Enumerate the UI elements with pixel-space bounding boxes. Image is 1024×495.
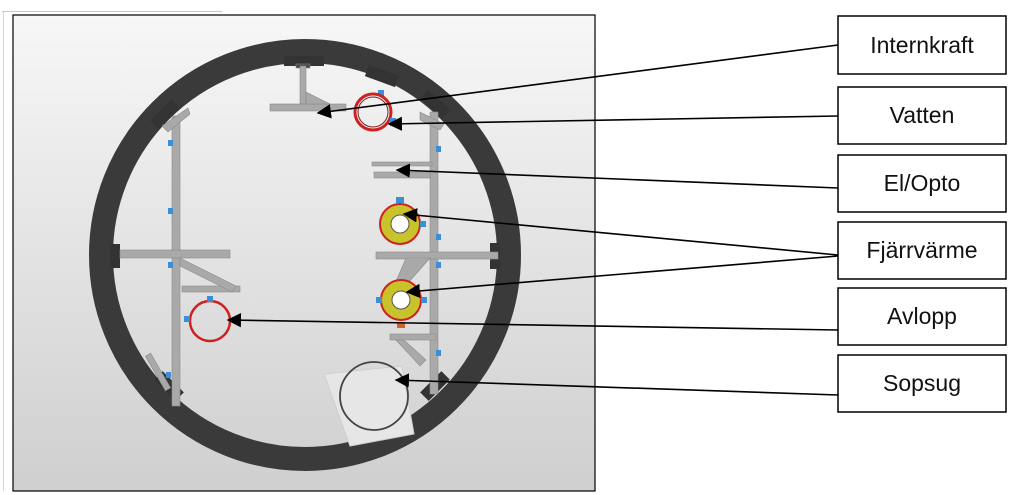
arrow-internkraft: [316, 44, 839, 119]
arrow-fjarrvarme-upper: [402, 208, 839, 256]
arrow-avlopp: [226, 313, 839, 331]
arrow-el-opto: [395, 163, 839, 189]
label-avlopp: Avlopp: [837, 287, 1007, 346]
label-fjarrvarme: Fjärrvärme: [837, 221, 1007, 280]
label-internkraft-text: Internkraft: [870, 32, 974, 58]
arrow-vatten: [387, 115, 839, 131]
label-vatten: Vatten: [837, 86, 1007, 145]
label-internkraft: Internkraft: [837, 15, 1007, 75]
dotted-frame-left: [3, 11, 4, 491]
leader-arrows: [226, 44, 839, 396]
left-support-frame: [119, 107, 241, 407]
right-frame-clamps: [378, 90, 441, 356]
label-avlopp-text: Avlopp: [887, 303, 957, 329]
tunnel-ring: [89, 39, 521, 471]
internkraft-beam: [269, 63, 347, 112]
arrow-sopsug: [394, 373, 839, 396]
left-frame-clamps: [166, 140, 173, 378]
label-vatten-text: Vatten: [890, 102, 955, 128]
sopsug-pipe: [323, 361, 415, 447]
label-sopsug: Sopsug: [837, 354, 1007, 413]
label-sopsug-text: Sopsug: [883, 370, 961, 396]
label-fjarrvarme-text: Fjärrvärme: [866, 237, 977, 263]
dotted-frame-top: [2, 11, 222, 12]
label-el-opto-text: El/Opto: [884, 170, 961, 196]
label-el-opto: El/Opto: [837, 154, 1007, 213]
arrow-fjarrvarme-lower: [405, 255, 839, 299]
